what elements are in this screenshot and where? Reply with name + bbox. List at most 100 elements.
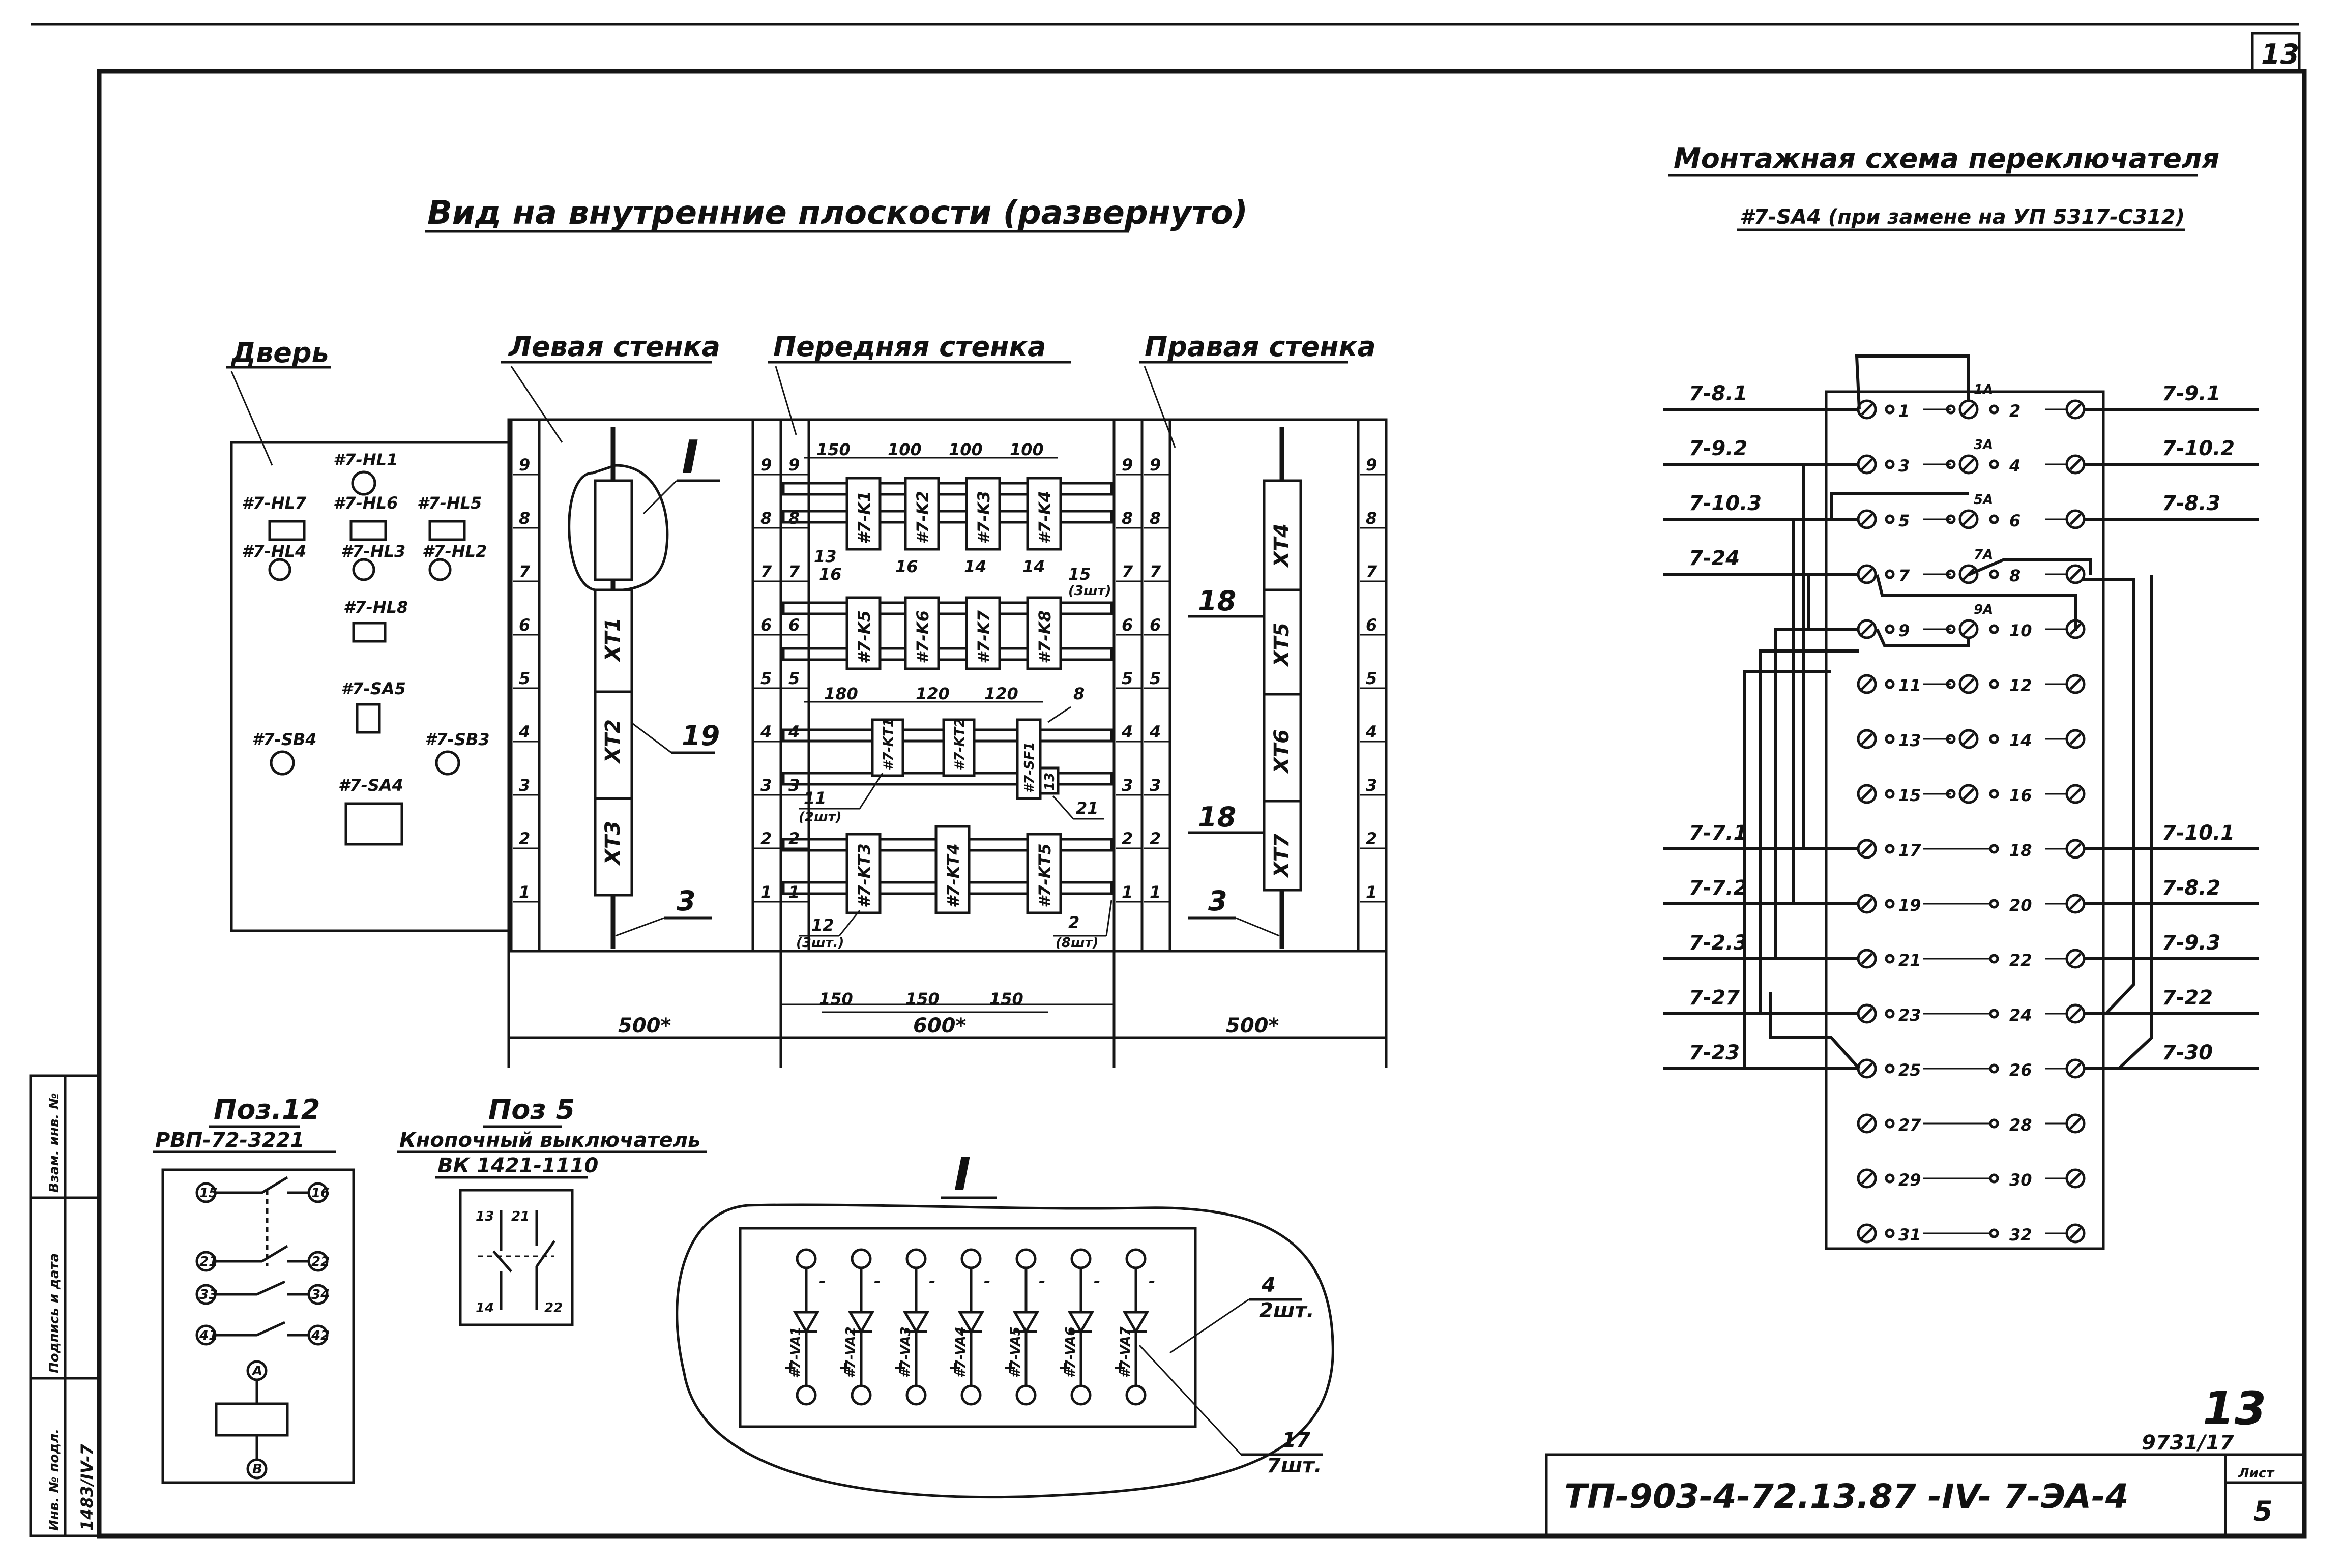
terminal-contact <box>1885 514 1895 524</box>
terminal-slot <box>2069 513 2082 525</box>
terminal-slot <box>1861 1008 1873 1020</box>
terminal-slot <box>2069 1008 2082 1020</box>
scale-labels: 9876543219876543219876543219876543219876… <box>513 455 1386 903</box>
terminal-contact <box>1885 1228 1895 1238</box>
left-wall-label: Левая стенка <box>508 331 720 363</box>
pos12-diagram: Поз.12 РВП-72-3221 15 16 21 22 33 34 41 … <box>153 1093 355 1484</box>
diode-terminal-bottom <box>851 1384 872 1406</box>
relay-kt5: #7-KT5 <box>1035 843 1055 908</box>
inv-value: 1483/IV-7 <box>77 1444 97 1531</box>
scale-strips <box>510 418 1388 953</box>
terminal-slot <box>1861 1227 1873 1239</box>
diode-plus: + <box>838 1358 852 1377</box>
document-code: ТП-903-4-72.13.87 -IV- 7-ЭА-4 <box>1564 1477 2129 1516</box>
terminal-slot <box>1861 733 1873 745</box>
scale-mark: 1 <box>1366 882 1377 902</box>
scale-mark: 4 <box>760 722 772 742</box>
lamp-hl6-icon <box>349 520 387 541</box>
wire-label-left: 7-27 <box>1689 986 1740 1010</box>
terminal-slot <box>1861 1172 1873 1185</box>
front-wall-label: Передняя стенка <box>773 331 1046 363</box>
block-xt4: XT4 <box>1270 523 1294 569</box>
right-wall-content: XT4 XT5 XT6 XT7 18 18 3 <box>1188 427 1302 949</box>
diode-icon <box>1012 1311 1040 1334</box>
terminal-contact <box>1885 954 1895 964</box>
detail-pos-4: 4 <box>1261 1274 1276 1297</box>
relay-k4: #7-K4 <box>1035 491 1055 544</box>
terminal-contact <box>1885 1173 1895 1184</box>
relay-k5: #7-K5 <box>855 610 874 664</box>
diode-terminal-bottom <box>960 1384 982 1406</box>
scale-mark: 2 <box>1150 829 1161 848</box>
left-pos-19: 19 <box>682 720 720 752</box>
relay-kt1: #7-KT1 <box>881 718 896 771</box>
terminal-contact <box>1989 899 1999 909</box>
diode-plus: + <box>893 1358 907 1377</box>
terminal-screw <box>2065 1113 2086 1134</box>
scale-mark: 4 <box>518 722 530 742</box>
terminal-contact <box>1989 459 1999 469</box>
terminal-screw <box>1857 1113 1877 1134</box>
terminal-contact <box>1989 789 1999 799</box>
terminal-slot <box>2069 843 2082 855</box>
wire-label-right: 7-22 <box>2162 986 2213 1010</box>
terminal-screw-mid <box>1958 784 1979 804</box>
dim-mid-2: 120 <box>916 684 950 703</box>
terminal-contact <box>1885 844 1895 854</box>
archive-number: 9731/17 <box>2142 1431 2234 1455</box>
lamp-hl5-icon <box>428 520 466 541</box>
terminal-slot <box>1963 458 1975 470</box>
pos12-coil-b: B <box>252 1462 262 1477</box>
terminal-contact <box>1946 734 1956 744</box>
scale-mark: 5 <box>1366 669 1377 688</box>
relay-k7: #7-K7 <box>974 610 993 664</box>
scale-mark: 7 <box>760 562 772 581</box>
detail-I-outline <box>568 464 669 592</box>
terminal-contact <box>1946 789 1956 799</box>
terminal-screw-mid <box>1958 729 1979 749</box>
terminal-contact <box>1885 1009 1895 1019</box>
terminal-slot <box>2069 1117 2082 1130</box>
terminal-slot <box>1861 403 1873 416</box>
terminal-number-left: 23 <box>1898 1005 1921 1025</box>
front-pos-2: 2 <box>1068 913 1079 932</box>
terminal-screw <box>2065 564 2086 584</box>
wire-label-left: 7-7.1 <box>1689 821 1747 845</box>
relay-k3: #7-K3 <box>974 491 993 544</box>
relay-kt4: #7-KT4 <box>944 843 963 908</box>
dim-top-2: 100 <box>888 440 922 459</box>
detail-pos-17-qty: 7шт. <box>1267 1454 1322 1477</box>
diode-terminal-top <box>905 1248 927 1269</box>
wire-label-left: 7-9.2 <box>1689 437 1747 460</box>
switch-body <box>1825 390 2105 1250</box>
diode-icon <box>902 1311 930 1334</box>
diode-terminal-top <box>1070 1248 1092 1269</box>
terminal-number-left: 9 <box>1898 621 1910 640</box>
wire-label-left: 7-8.1 <box>1689 382 1747 405</box>
diode-label: #7-VA2 <box>843 1326 859 1378</box>
internal-wire <box>1759 649 1859 1015</box>
diode-plus: + <box>783 1358 797 1377</box>
front-pos-16b: 16 <box>895 557 918 576</box>
terminal-slot <box>1963 733 1975 745</box>
wiring-subtitle: #7-SA4 (при замене на УП 5317-С312) <box>1740 205 2185 229</box>
terminal-number-right: 4 <box>2009 456 2020 476</box>
terminal-number-left: 13 <box>1898 731 1921 750</box>
terminal-slot <box>1861 1117 1873 1130</box>
terminal-number-right: 14 <box>2009 731 2032 750</box>
internal-wire <box>1830 492 1969 521</box>
terminal-slot <box>2069 788 2082 800</box>
internal-wire <box>2083 575 2153 1070</box>
diode-terminal-top <box>851 1248 872 1269</box>
jumper-label: 1А <box>1974 382 1993 398</box>
terminal-number-left: 17 <box>1898 841 1921 860</box>
dim-bottom-2: 150 <box>905 989 940 1009</box>
jumper-label: 3А <box>1974 437 1993 453</box>
front-pos-14b: 14 <box>1022 557 1045 576</box>
terminal-contact <box>1989 1009 1999 1019</box>
left-wall-content: I XT1 XT2 XT3 19 3 <box>568 427 720 949</box>
diode-label: #7-VA3 <box>898 1326 914 1378</box>
terminal-slot <box>2069 1227 2082 1239</box>
terminal-contact <box>1989 1228 1999 1238</box>
